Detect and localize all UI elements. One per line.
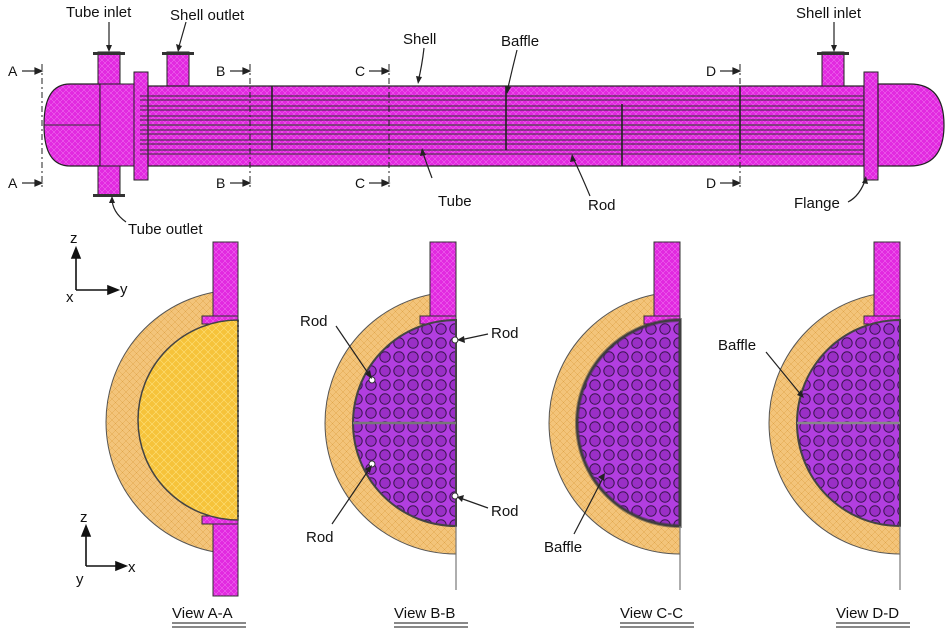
label-shell: Shell [403, 31, 436, 48]
label-rod-b-upper-right: Rod [491, 325, 519, 342]
label-baffle-d: Baffle [718, 337, 756, 354]
label-rod-top: Rod [588, 197, 616, 214]
label-shell-inlet: Shell inlet [796, 5, 862, 22]
section-c-top: C [355, 63, 365, 79]
right-head [877, 83, 945, 167]
caption-view-c-c: View C-C [620, 605, 683, 622]
right-flange [863, 71, 879, 181]
view-a-outlet-nozzle [212, 523, 239, 597]
view-c-c [548, 241, 682, 590]
axes-zy [70, 245, 121, 296]
section-c-bottom: C [355, 175, 365, 191]
section-a-top: A [8, 63, 18, 79]
axis-y-upper: y [120, 281, 128, 298]
view-a-head [137, 319, 239, 521]
section-b-top: B [216, 63, 225, 79]
axis-x-lower: x [128, 559, 136, 576]
caption-view-b-b: View B-B [394, 605, 455, 622]
axis-x-upper: x [66, 289, 74, 306]
view-b-b [324, 241, 459, 590]
bottom-arrowheads [365, 336, 804, 502]
axis-z-lower: z [80, 509, 88, 526]
tube-inlet-nozzle [97, 51, 121, 85]
axis-z-upper: z [70, 230, 78, 247]
view-a-a [105, 241, 239, 597]
shell-inlet-nozzle [821, 51, 845, 87]
bottom-leaders [331, 325, 803, 535]
label-baffle-top: Baffle [501, 33, 539, 50]
label-shell-outlet: Shell outlet [170, 7, 245, 24]
view-b-nozzle [429, 241, 457, 319]
label-flange: Flange [794, 195, 840, 212]
section-d-bottom: D [706, 175, 716, 191]
longitudinal-section [43, 51, 945, 197]
axis-y-lower: y [76, 571, 84, 588]
caption-view-d-d: View D-D [836, 605, 899, 622]
view-c-baffle [575, 317, 682, 529]
caption-view-a-a: View A-A [172, 605, 233, 622]
label-tube: Tube [438, 193, 472, 210]
section-arrows [22, 67, 742, 187]
view-d-nozzle [873, 241, 901, 319]
shell-outlet-nozzle [166, 51, 190, 87]
label-rod-b-upper-left: Rod [300, 313, 328, 330]
label-tube-inlet: Tube inlet [66, 4, 132, 21]
view-a-inlet-nozzle [212, 241, 239, 319]
section-a-bottom: A [8, 175, 18, 191]
label-tube-outlet: Tube outlet [128, 221, 203, 238]
left-flange [133, 71, 149, 181]
tube-outlet-nozzle [97, 165, 121, 197]
view-d-d [768, 241, 901, 590]
label-rod-b-lower-left: Rod [306, 529, 334, 546]
axes-zx [80, 523, 129, 572]
section-b-bottom: B [216, 175, 225, 191]
top-arrowheads [106, 44, 868, 203]
section-d-top: D [706, 63, 716, 79]
view-c-nozzle [653, 241, 681, 319]
label-rod-b-lower-right: Rod [491, 503, 519, 520]
label-baffle-c: Baffle [544, 539, 582, 556]
